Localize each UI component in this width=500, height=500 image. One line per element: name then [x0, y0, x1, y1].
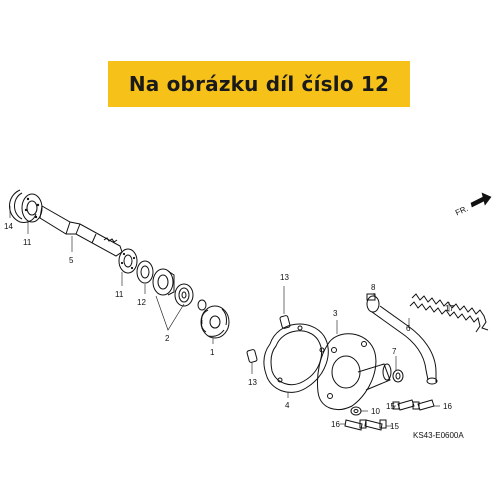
callout-label: 14: [4, 222, 13, 231]
callout-label: 11: [115, 290, 124, 299]
bearing-part-mid: [118, 248, 138, 274]
hose-protector-spring-part: [409, 293, 489, 333]
callout-label: 1: [210, 348, 215, 357]
impeller-part: [200, 305, 230, 339]
callout-label: 7: [392, 347, 397, 356]
flange-bolt-part-a: [392, 399, 415, 411]
dowel-pin-part-upper: [279, 315, 291, 329]
callout-label: 13: [248, 378, 257, 387]
callout-label: 12: [137, 298, 146, 307]
bearing-part-left: [21, 193, 43, 223]
callout-label: 3: [333, 309, 338, 318]
hose-clamp-part-upper: [366, 293, 380, 313]
hose-clamp-part-lower: [392, 369, 404, 383]
callout-label: 16: [331, 420, 340, 429]
callout-label: 16: [443, 402, 452, 411]
callout-label: 15: [390, 422, 399, 431]
sealing-washer-part: [350, 406, 362, 416]
dowel-pin-part-lower: [246, 349, 258, 363]
seal-washer-part: [174, 283, 194, 307]
pump-shaft-part: [39, 205, 123, 257]
flange-bolt-part-b: [412, 399, 435, 411]
callout-label: 2: [165, 334, 170, 343]
callout-label: 15: [386, 402, 395, 411]
callout-label: 6: [406, 324, 411, 333]
small-washer-part: [197, 299, 207, 311]
front-direction-label: FR.: [454, 204, 469, 218]
flange-bolt-part-d: [364, 419, 387, 431]
callout-label: 8: [371, 283, 376, 292]
callout-label: 4: [285, 401, 290, 410]
pump-cover-part: [317, 333, 392, 410]
callout-label: 17: [445, 304, 454, 313]
callout-label: 5: [69, 256, 74, 265]
mechanical-seal-part: [152, 268, 175, 296]
water-hose-part: [371, 305, 438, 385]
flange-bolt-part-c: [344, 419, 367, 431]
part-number-banner: Na obrázku díl číslo 12: [108, 61, 410, 107]
diagram-code: KS43-E0600A: [413, 431, 464, 440]
banner-text: Na obrázku díl číslo 12: [128, 72, 390, 96]
circlip-part: [9, 189, 37, 223]
front-arrow-icon: FR.: [454, 192, 492, 218]
oil-seal-part: [136, 260, 154, 284]
callout-label: 13: [280, 273, 289, 282]
callout-label: 10: [371, 407, 380, 416]
gasket-part: [263, 323, 329, 393]
callout-label: 11: [23, 238, 32, 247]
